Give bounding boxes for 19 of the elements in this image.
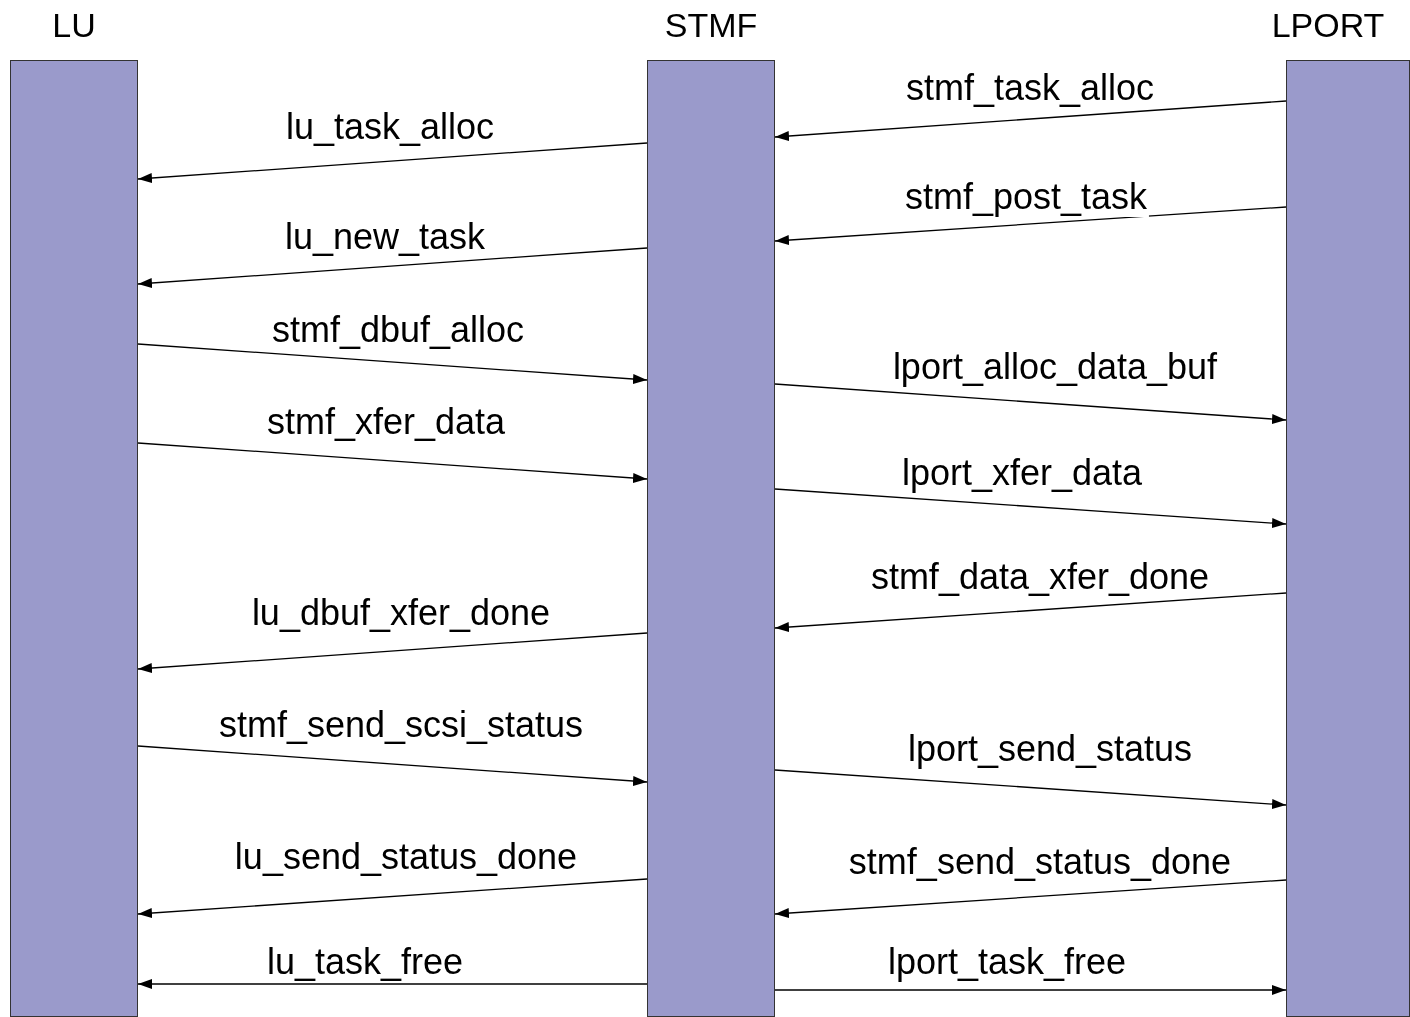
arrow <box>137 878 648 919</box>
arrow <box>774 488 1287 529</box>
arrow <box>137 247 648 289</box>
arrow <box>137 142 648 184</box>
arrow <box>774 100 1287 142</box>
arrow <box>137 442 648 484</box>
arrow <box>774 592 1287 633</box>
arrow <box>137 632 648 674</box>
lifeline-heading: LU <box>51 5 97 45</box>
arrow <box>774 769 1287 810</box>
arrow <box>137 745 648 787</box>
lifeline-heading: LPORT <box>1270 5 1386 45</box>
arrow <box>137 343 648 385</box>
arrow <box>774 206 1287 246</box>
arrow <box>774 879 1287 919</box>
arrow <box>137 979 648 989</box>
arrow <box>774 383 1287 425</box>
arrow <box>774 985 1287 995</box>
lifeline-heading: STMF <box>663 5 759 45</box>
